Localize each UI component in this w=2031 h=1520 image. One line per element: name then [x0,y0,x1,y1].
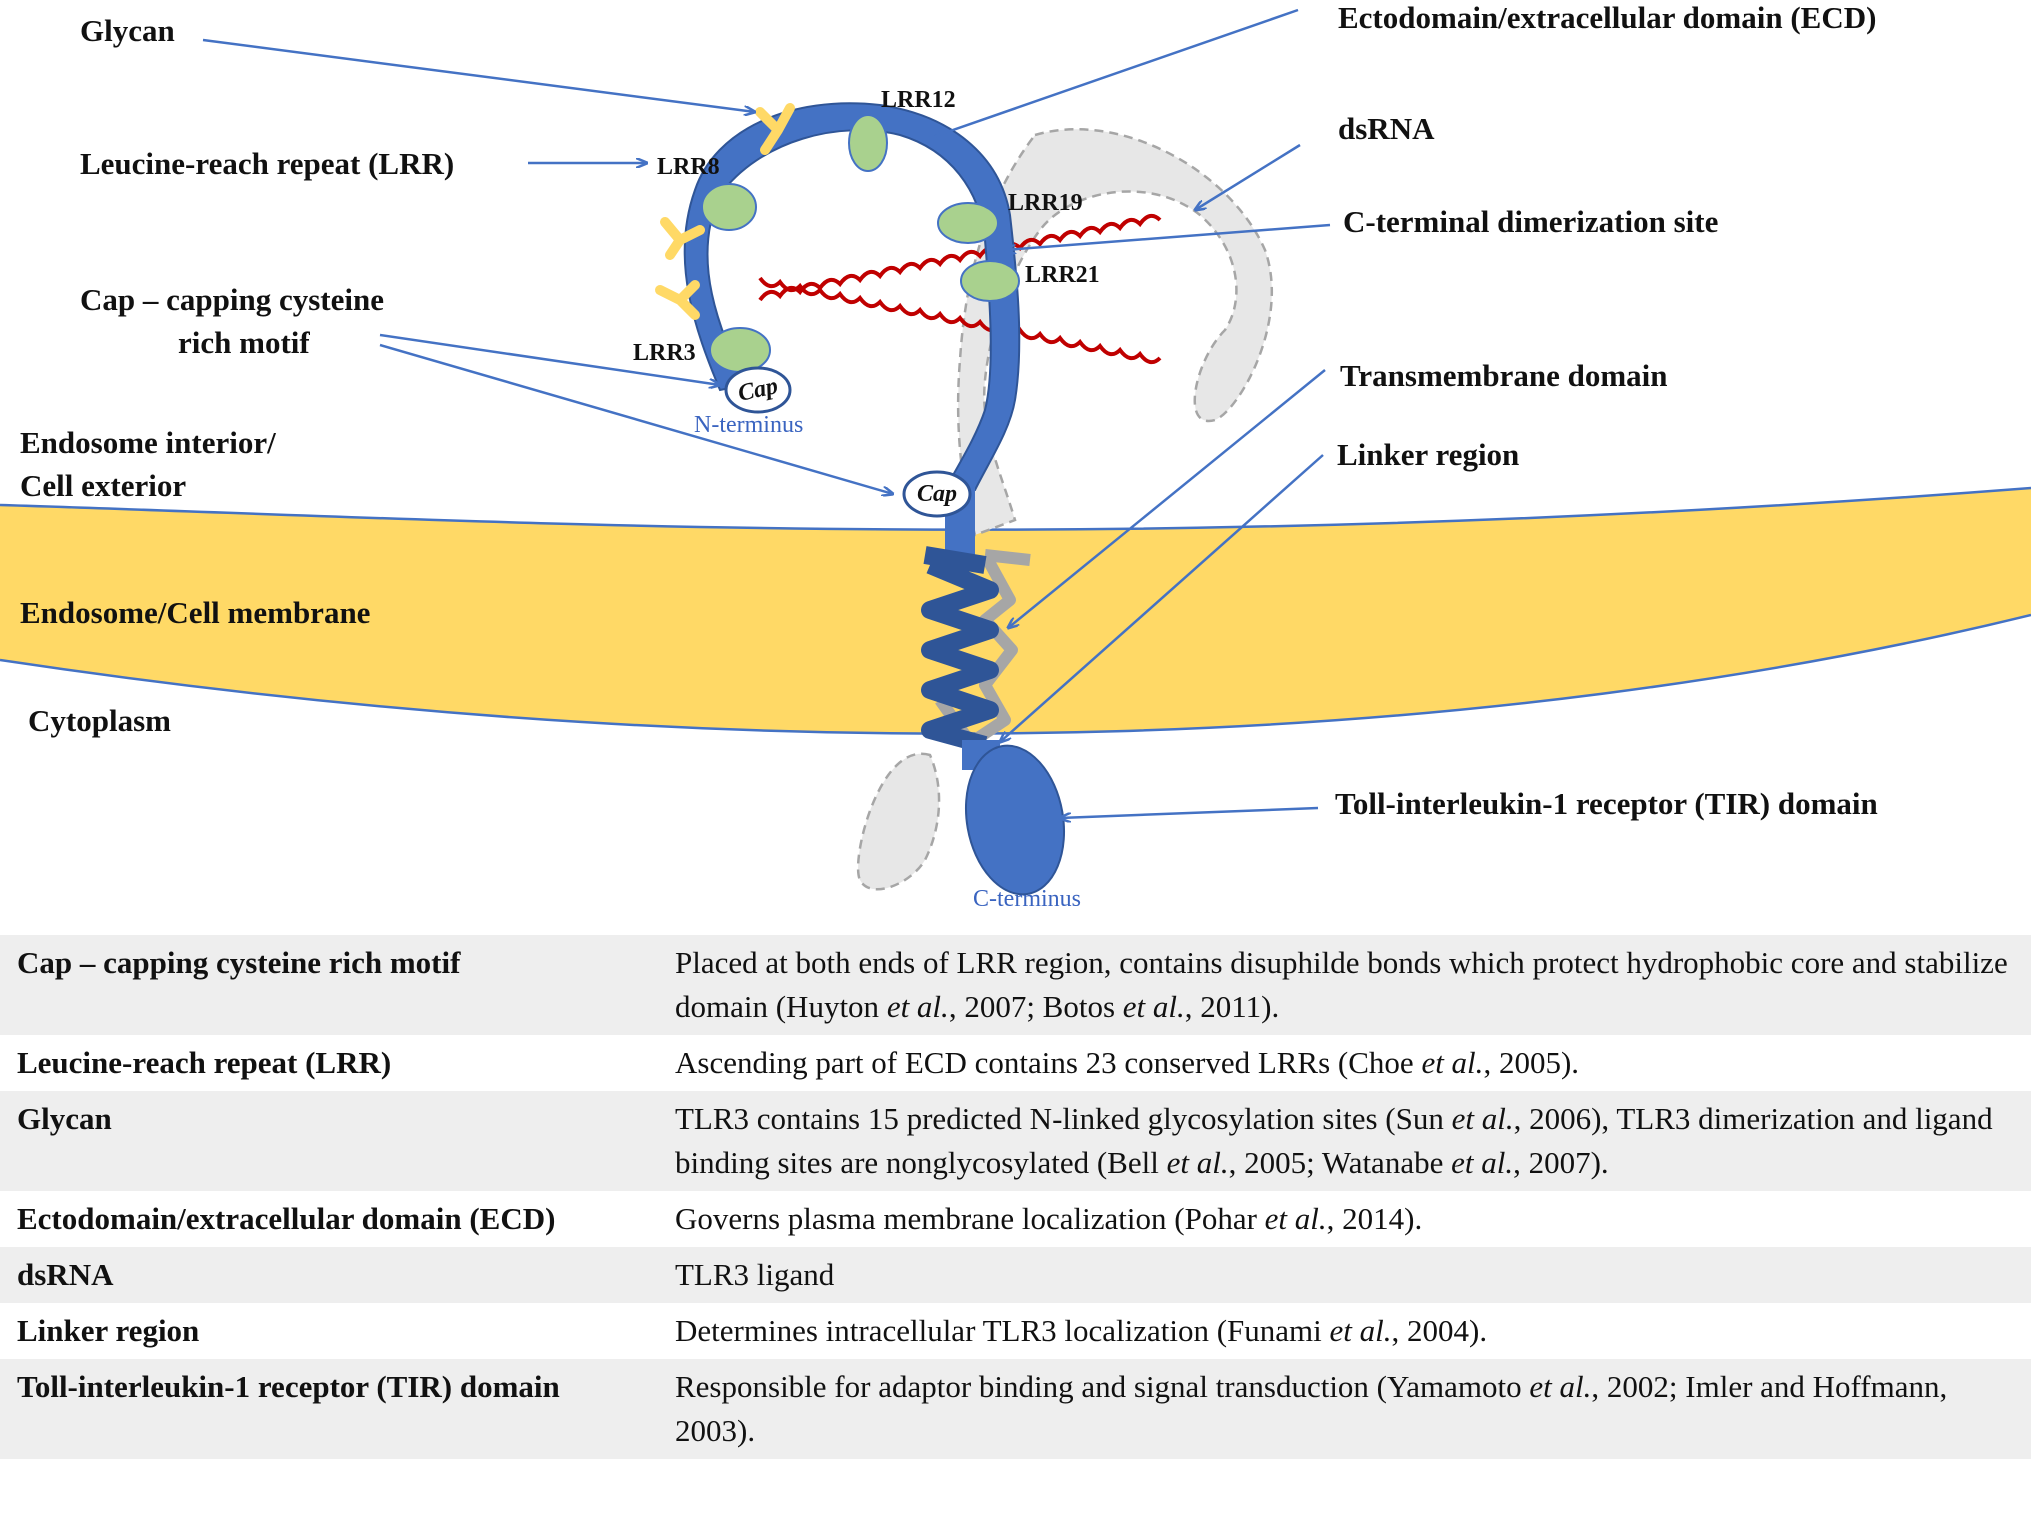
glycan-marks [655,103,795,320]
legend-description-segment: et al. [1451,1101,1514,1136]
legend-description-segment: , 2004). [1391,1313,1488,1348]
label-interior-line2: Cell exterior [20,468,187,503]
label-ecd: Ectodomain/extracellular domain (ECD) [1338,0,1877,35]
receptor-ecd [683,102,1021,491]
legend-description-segment: et al. [1421,1045,1484,1080]
label-dsrna: dsRNA [1338,111,1435,146]
cap-n-terminal-oval [724,366,792,414]
legend-description: TLR3 ligand [658,1247,2031,1303]
legend-description-segment: Determines intracellular TLR3 localizati… [675,1313,1330,1348]
label-cytoplasm: Cytoplasm [28,703,171,738]
lrr8-oval [701,183,757,231]
legend-description-segment: TLR3 ligand [675,1257,835,1292]
legend-description: Placed at both ends of LRR region, conta… [658,935,2031,1035]
tlr3-diagram: Glycan Leucine-reach repeat (LRR) Cap – … [0,0,2031,912]
legend-term: Toll-interleukin-1 receptor (TIR) domain [0,1359,658,1459]
legend-description-segment: , 2011). [1184,989,1280,1024]
membrane-top-edge [0,486,2031,531]
membrane-band [0,488,2031,734]
legend-row: Leucine-reach repeat (LRR) Ascending part… [0,1035,2031,1091]
cap-c-terminal-text: Cap [916,481,957,507]
legend-description-segment: , 2005; Watanabe [1228,1145,1452,1180]
legend-description-segment: et al. [1529,1369,1592,1404]
dsrna-helix [758,213,1162,365]
legend-description-segment: et al. [1166,1145,1229,1180]
label-lrr12: LRR12 [881,87,956,113]
label-n-terminus: N-terminus [694,412,804,438]
legend-term: Ectodomain/extracellular domain (ECD) [0,1191,658,1247]
lrr3-oval [709,327,771,373]
membrane-bottom-edge [0,613,2031,735]
transmembrane-helix [921,546,999,754]
legend-description: TLR3 contains 15 predicted N-linked glyc… [658,1091,2031,1191]
lrr19-oval [937,202,999,244]
label-c-terminus: C-terminus [973,886,1081,912]
cap-c-terminal-oval [902,470,972,518]
legend-description-segment: , 2007). [1513,1145,1609,1180]
legend-term: Linker region [0,1303,658,1359]
legend-description-segment: Governs plasma membrane localization (Po… [675,1201,1265,1236]
label-lrr21: LRR21 [1025,262,1100,288]
legend-row: Linker region Determines intracellular TL… [0,1303,2031,1359]
legend-row: Ectodomain/extracellular domain (ECD) Gov… [0,1191,2031,1247]
legend-description: Ascending part of ECD contains 23 conser… [658,1035,2031,1091]
partner-receptor-tir [856,752,941,891]
legend-description-segment: , 2007; Botos [948,989,1123,1024]
legend-description: Responsible for adaptor binding and sign… [658,1359,2031,1459]
label-transmembrane: Transmembrane domain [1340,358,1668,393]
lrr12-oval [848,114,888,172]
legend-description-segment: , 2005). [1483,1045,1580,1080]
legend-description-segment: , 2006), TLR3 dimerization and ligand bi… [675,1101,1993,1180]
label-cterm-dimer: C-terminal dimerization site [1343,204,1719,239]
label-cap-line1: Cap – capping cysteine [80,282,384,317]
label-linker: Linker region [1337,437,1520,472]
lrr21-oval [960,260,1020,302]
legend-row: Toll-interleukin-1 receptor (TIR) domain… [0,1359,2031,1459]
legend-description-segment: Ascending part of ECD contains 23 conser… [675,1045,1422,1080]
legend-description: Determines intracellular TLR3 localizati… [658,1303,2031,1359]
legend-description-segment: Placed at both ends of LRR region, conta… [675,945,2008,1024]
legend-term: Leucine-reach repeat (LRR) [0,1035,658,1091]
tir-domain [964,744,1066,896]
legend-term: Glycan [0,1091,658,1191]
legend-description-segment: , 2014). [1326,1201,1423,1236]
legend-term: Cap – capping cysteine rich motif [0,935,658,1035]
label-glycan: Glycan [80,13,175,48]
partner-receptor-ecd [956,128,1274,537]
label-tir: Toll-interleukin-1 receptor (TIR) domain [1335,786,1878,821]
legend-row: Glycan TLR3 contains 15 predicted N-linke… [0,1091,2031,1191]
tlr3-structure-svg [0,8,2031,896]
pointer-arrows [202,8,1331,818]
legend-description-segment: Responsible for adaptor binding and sign… [675,1369,1530,1404]
label-interior-line1: Endosome interior/ [20,425,276,460]
legend-row: dsRNA TLR3 ligand [0,1247,2031,1303]
legend-description-segment: et al. [1329,1313,1392,1348]
label-lrr19: LRR19 [1008,190,1083,216]
label-membrane: Endosome/Cell membrane [20,595,371,630]
label-lrr3: LRR3 [633,340,696,366]
legend-description-segment: TLR3 contains 15 predicted N-linked glyc… [675,1101,1452,1136]
legend-description-segment: et al. [1264,1201,1327,1236]
label-lrr8: LRR8 [657,154,720,180]
label-lrr: Leucine-reach repeat (LRR) [80,146,455,181]
legend-description-segment: et al. [1451,1145,1514,1180]
legend-description-segment: et al. [1122,989,1185,1024]
label-cap-line2: rich motif [178,325,310,360]
legend-description-segment: et al. [886,989,949,1024]
legend-description-segment: , 2002; Imler and Hoffmann, 2003). [675,1369,1948,1448]
legend-description: Governs plasma membrane localization (Po… [658,1191,2031,1247]
legend-term: dsRNA [0,1247,658,1303]
